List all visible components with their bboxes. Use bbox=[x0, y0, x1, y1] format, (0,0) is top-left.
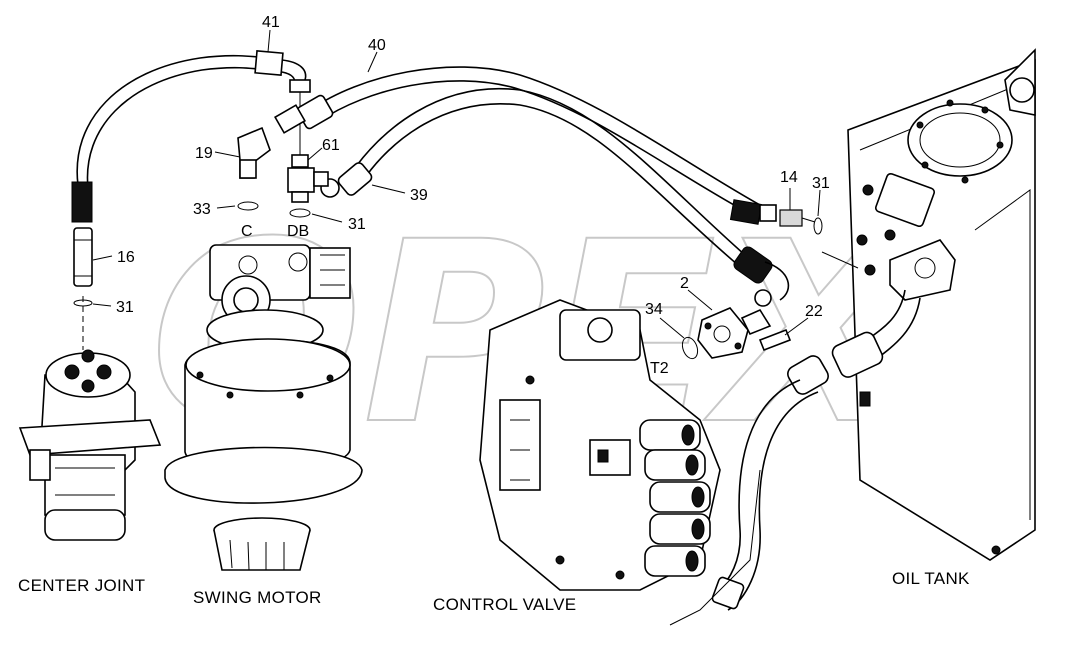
callout-numbers: 41 40 19 61 33 31 39 16 31 14 31 2 34 22 bbox=[116, 14, 830, 320]
port-db-label: DB bbox=[287, 223, 309, 240]
port-t2-label: T2 bbox=[650, 360, 669, 377]
port-marks: C DB T2 bbox=[241, 223, 669, 377]
center-joint bbox=[18, 349, 162, 541]
elbow-fitting-19 bbox=[237, 126, 271, 211]
hose-16-and-joint-line bbox=[71, 181, 93, 350]
control-valve bbox=[479, 299, 721, 591]
callout-14: 14 bbox=[780, 169, 798, 186]
valve-spools bbox=[639, 419, 711, 577]
swing-motor bbox=[164, 244, 363, 571]
suction-hose bbox=[669, 289, 921, 626]
callout-leaders bbox=[92, 29, 859, 339]
callout-19: 19 bbox=[195, 145, 213, 162]
caption-oil-tank: OIL TANK bbox=[892, 569, 970, 588]
callout-40: 40 bbox=[368, 37, 386, 54]
callout-34: 34 bbox=[645, 301, 663, 318]
callout-39: 39 bbox=[410, 187, 428, 204]
flange-2 bbox=[681, 307, 792, 360]
callout-16: 16 bbox=[117, 249, 135, 266]
callout-33: 33 bbox=[193, 201, 211, 218]
tee-fitting-61 bbox=[287, 154, 329, 218]
caption-swing-motor: SWING MOTOR bbox=[193, 588, 322, 607]
hose-41 bbox=[76, 50, 311, 189]
callout-41: 41 bbox=[262, 14, 280, 31]
callout-61: 61 bbox=[322, 137, 340, 154]
callout-2: 2 bbox=[680, 275, 689, 292]
callout-31-joint: 31 bbox=[116, 299, 134, 316]
captions: CENTER JOINT SWING MOTOR CONTROL VALVE O… bbox=[18, 569, 970, 614]
port-c-label: C bbox=[241, 223, 253, 240]
hose-39 bbox=[320, 87, 790, 307]
caption-center-joint: CENTER JOINT bbox=[18, 576, 145, 595]
caption-control-valve: CONTROL VALVE bbox=[433, 595, 576, 614]
hose-40 bbox=[274, 66, 823, 235]
callout-31-tank: 31 bbox=[812, 175, 830, 192]
oil-tank bbox=[847, 48, 1036, 561]
callout-22: 22 bbox=[805, 303, 823, 320]
callout-31-motor: 31 bbox=[348, 216, 366, 233]
